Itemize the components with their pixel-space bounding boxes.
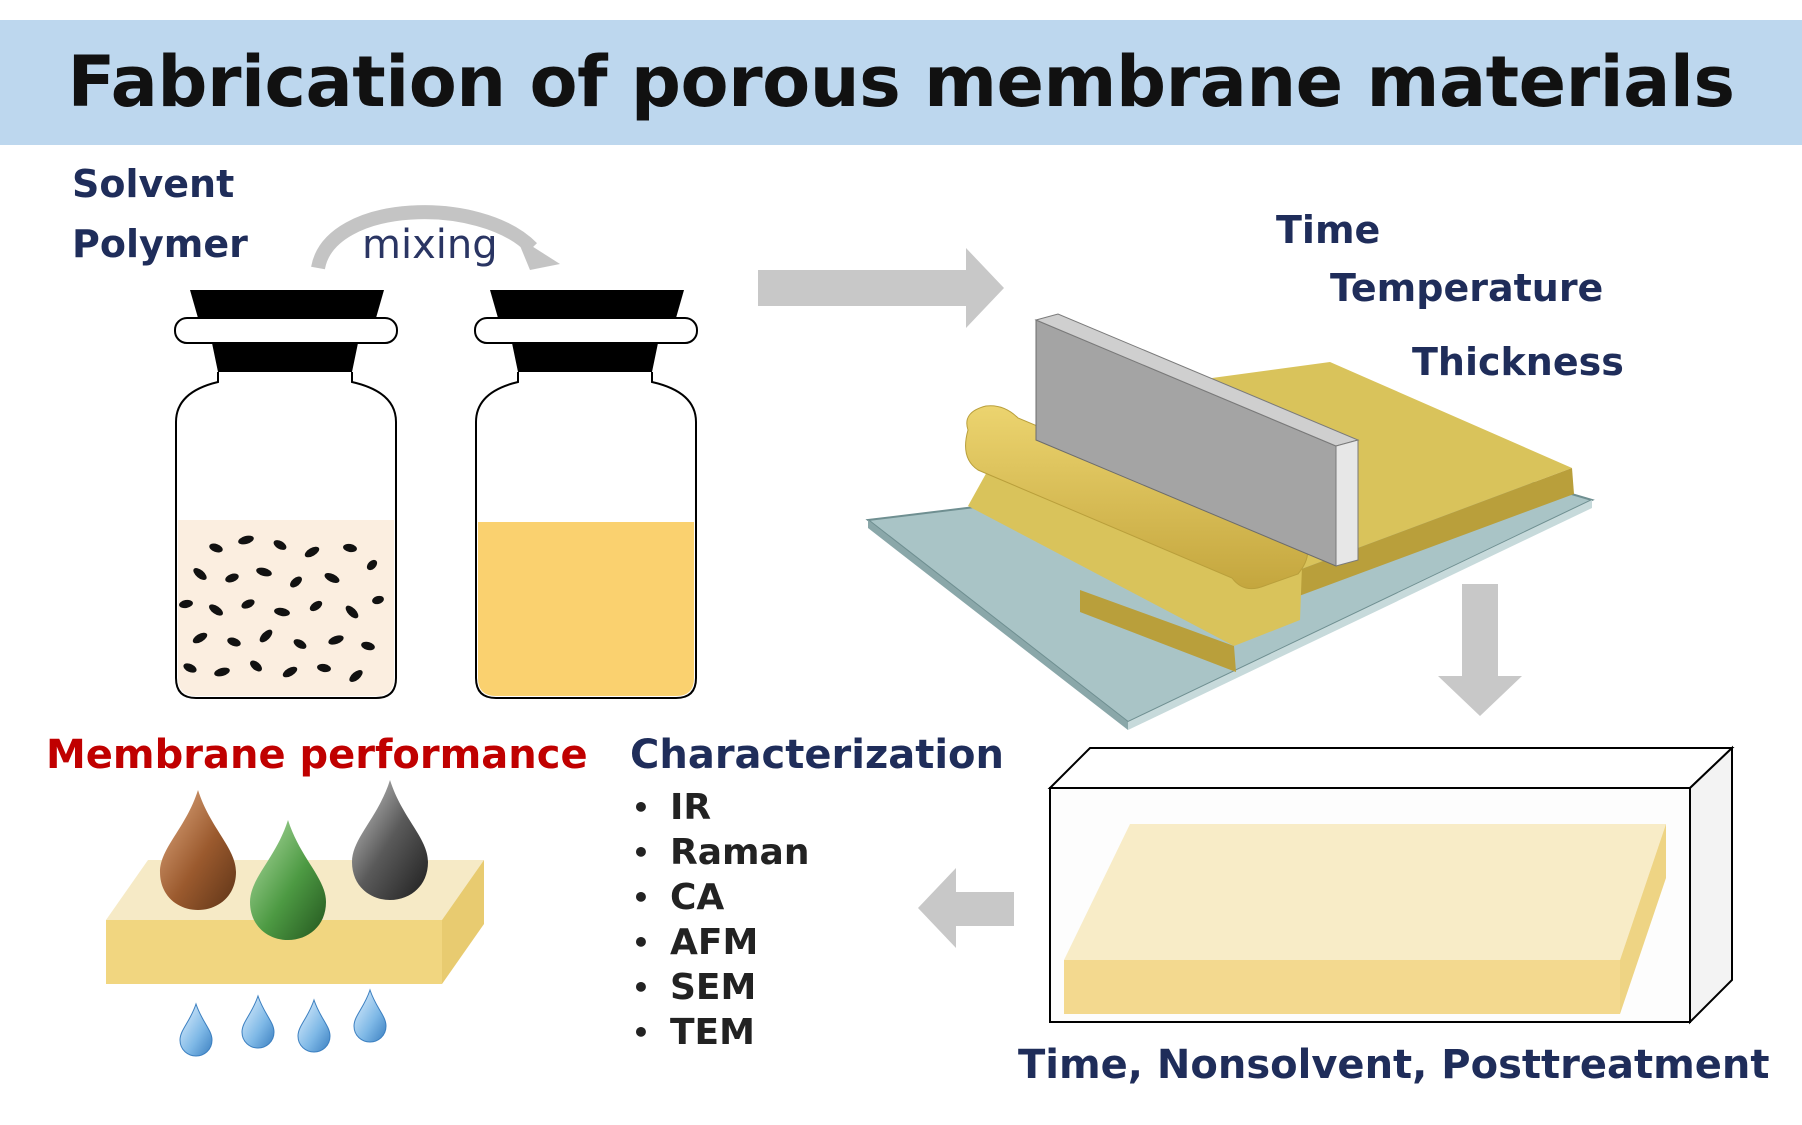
performance-heading: Membrane performance bbox=[46, 732, 588, 778]
characterization-item-sem: •SEM bbox=[632, 967, 757, 1008]
characterization-item-ir: •IR bbox=[632, 787, 712, 828]
characterization-item-tem: •TEM bbox=[632, 1012, 755, 1053]
characterization-item-ca: •CA bbox=[632, 877, 725, 918]
coagulation-bath-icon bbox=[1047, 745, 1735, 1025]
characterization-item-afm: •AFM bbox=[632, 922, 759, 963]
mixing-curved-arrow bbox=[311, 205, 560, 270]
time-label: Time bbox=[1276, 208, 1381, 252]
thickness-label: Thickness bbox=[1412, 340, 1624, 384]
brown-droplet-icon bbox=[160, 790, 236, 910]
characterization-list: •IR •Raman •CA •AFM •SEM •TEM bbox=[632, 785, 810, 1055]
polymer-jar-icon bbox=[174, 290, 398, 699]
temperature-label: Temperature bbox=[1330, 266, 1604, 310]
black-droplet-icon bbox=[352, 780, 428, 900]
bath-caption: Time, Nonsolvent, Posttreatment bbox=[1018, 1042, 1770, 1088]
mixing-label: mixing bbox=[362, 222, 498, 268]
down-arrow-icon bbox=[1438, 584, 1522, 716]
solvent-label: Solvent bbox=[72, 162, 235, 206]
characterization-heading: Characterization bbox=[630, 732, 1005, 778]
characterization-item-raman: •Raman bbox=[632, 832, 810, 873]
green-droplet-icon bbox=[250, 820, 326, 940]
left-arrow-icon bbox=[918, 868, 1014, 948]
title-banner bbox=[0, 20, 1802, 145]
doctor-blade-casting-icon bbox=[865, 313, 1595, 730]
polymer-label: Polymer bbox=[72, 222, 248, 266]
page-title: Fabrication of porous membrane materials bbox=[67, 41, 1735, 123]
right-arrow-icon bbox=[758, 248, 1004, 328]
solution-jar-icon bbox=[474, 290, 698, 699]
permeate-droplets-icon bbox=[179, 988, 387, 1057]
